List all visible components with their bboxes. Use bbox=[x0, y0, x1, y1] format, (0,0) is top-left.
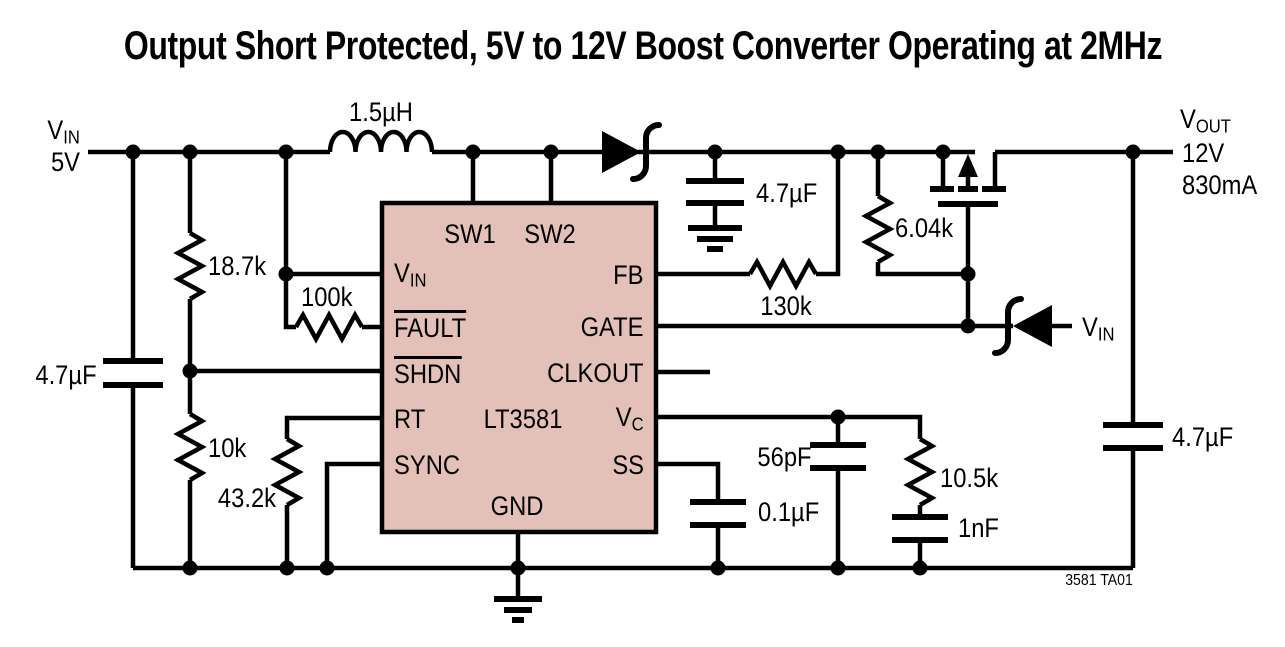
vout-voltage-label: 12V bbox=[1182, 138, 1225, 168]
vin-voltage-label: 5V bbox=[50, 147, 80, 177]
resistor-symbols bbox=[173, 194, 937, 507]
pin-ss: SS bbox=[612, 450, 644, 480]
boost-diode-icon bbox=[602, 122, 662, 182]
r-rt-value: 43.2k bbox=[217, 483, 276, 513]
mid-cap-value: 4.7µF bbox=[756, 178, 818, 208]
pin-sync: SYNC bbox=[394, 450, 461, 480]
pin-gate: GATE bbox=[581, 312, 644, 342]
c-vc-value: 56pF bbox=[757, 442, 812, 472]
pin-gnd: GND bbox=[490, 491, 544, 521]
schematic-title: Output Short Protected, 5V to 12V Boost … bbox=[123, 24, 1162, 68]
pin-sw1: SW1 bbox=[444, 219, 496, 249]
inductor-symbol bbox=[327, 129, 435, 153]
figure-code: 3581 TA01 bbox=[1065, 572, 1133, 589]
r-fault-value: 100k bbox=[301, 282, 353, 312]
c-vc2-value: 1nF bbox=[958, 513, 999, 543]
vout-current-label: 830mA bbox=[1182, 170, 1258, 200]
r-gate-value: 6.04k bbox=[895, 213, 954, 243]
inductor-value: 1.5µH bbox=[349, 97, 413, 127]
pin-clkout: CLKOUT bbox=[547, 358, 644, 388]
ic-part-number: LT3581 bbox=[483, 404, 563, 434]
pin-fb: FB bbox=[613, 260, 644, 290]
pin-vin: VIN bbox=[394, 258, 427, 292]
pmos-transistor-icon bbox=[930, 152, 1006, 207]
pin-vc: VC bbox=[616, 402, 644, 436]
vout-rail-label: VOUT bbox=[1180, 104, 1231, 138]
c-ss-value: 0.1µF bbox=[758, 497, 820, 527]
junction-dots bbox=[125, 144, 1141, 576]
ic-body bbox=[379, 200, 659, 535]
gate-diode-icon bbox=[992, 296, 1052, 356]
gate-diode-vin-label: VIN bbox=[1082, 312, 1115, 346]
pin-fault: FAULT bbox=[394, 310, 467, 342]
capacitor-symbols bbox=[103, 178, 1163, 543]
pin-sw2: SW2 bbox=[524, 219, 576, 249]
output-cap-value: 4.7µF bbox=[1172, 422, 1234, 452]
pin-rt: RT bbox=[394, 404, 426, 434]
r-top-value: 18.7k bbox=[208, 251, 267, 281]
ground-symbols bbox=[494, 225, 742, 623]
r-fb-value: 130k bbox=[760, 291, 812, 321]
vin-rail-label: VIN bbox=[47, 115, 80, 149]
r-bottom-value: 10k bbox=[208, 433, 247, 463]
pin-shdn: SHDN bbox=[394, 356, 462, 388]
r-vc-value: 10.5k bbox=[940, 463, 999, 493]
input-cap-value: 4.7µF bbox=[35, 360, 97, 390]
